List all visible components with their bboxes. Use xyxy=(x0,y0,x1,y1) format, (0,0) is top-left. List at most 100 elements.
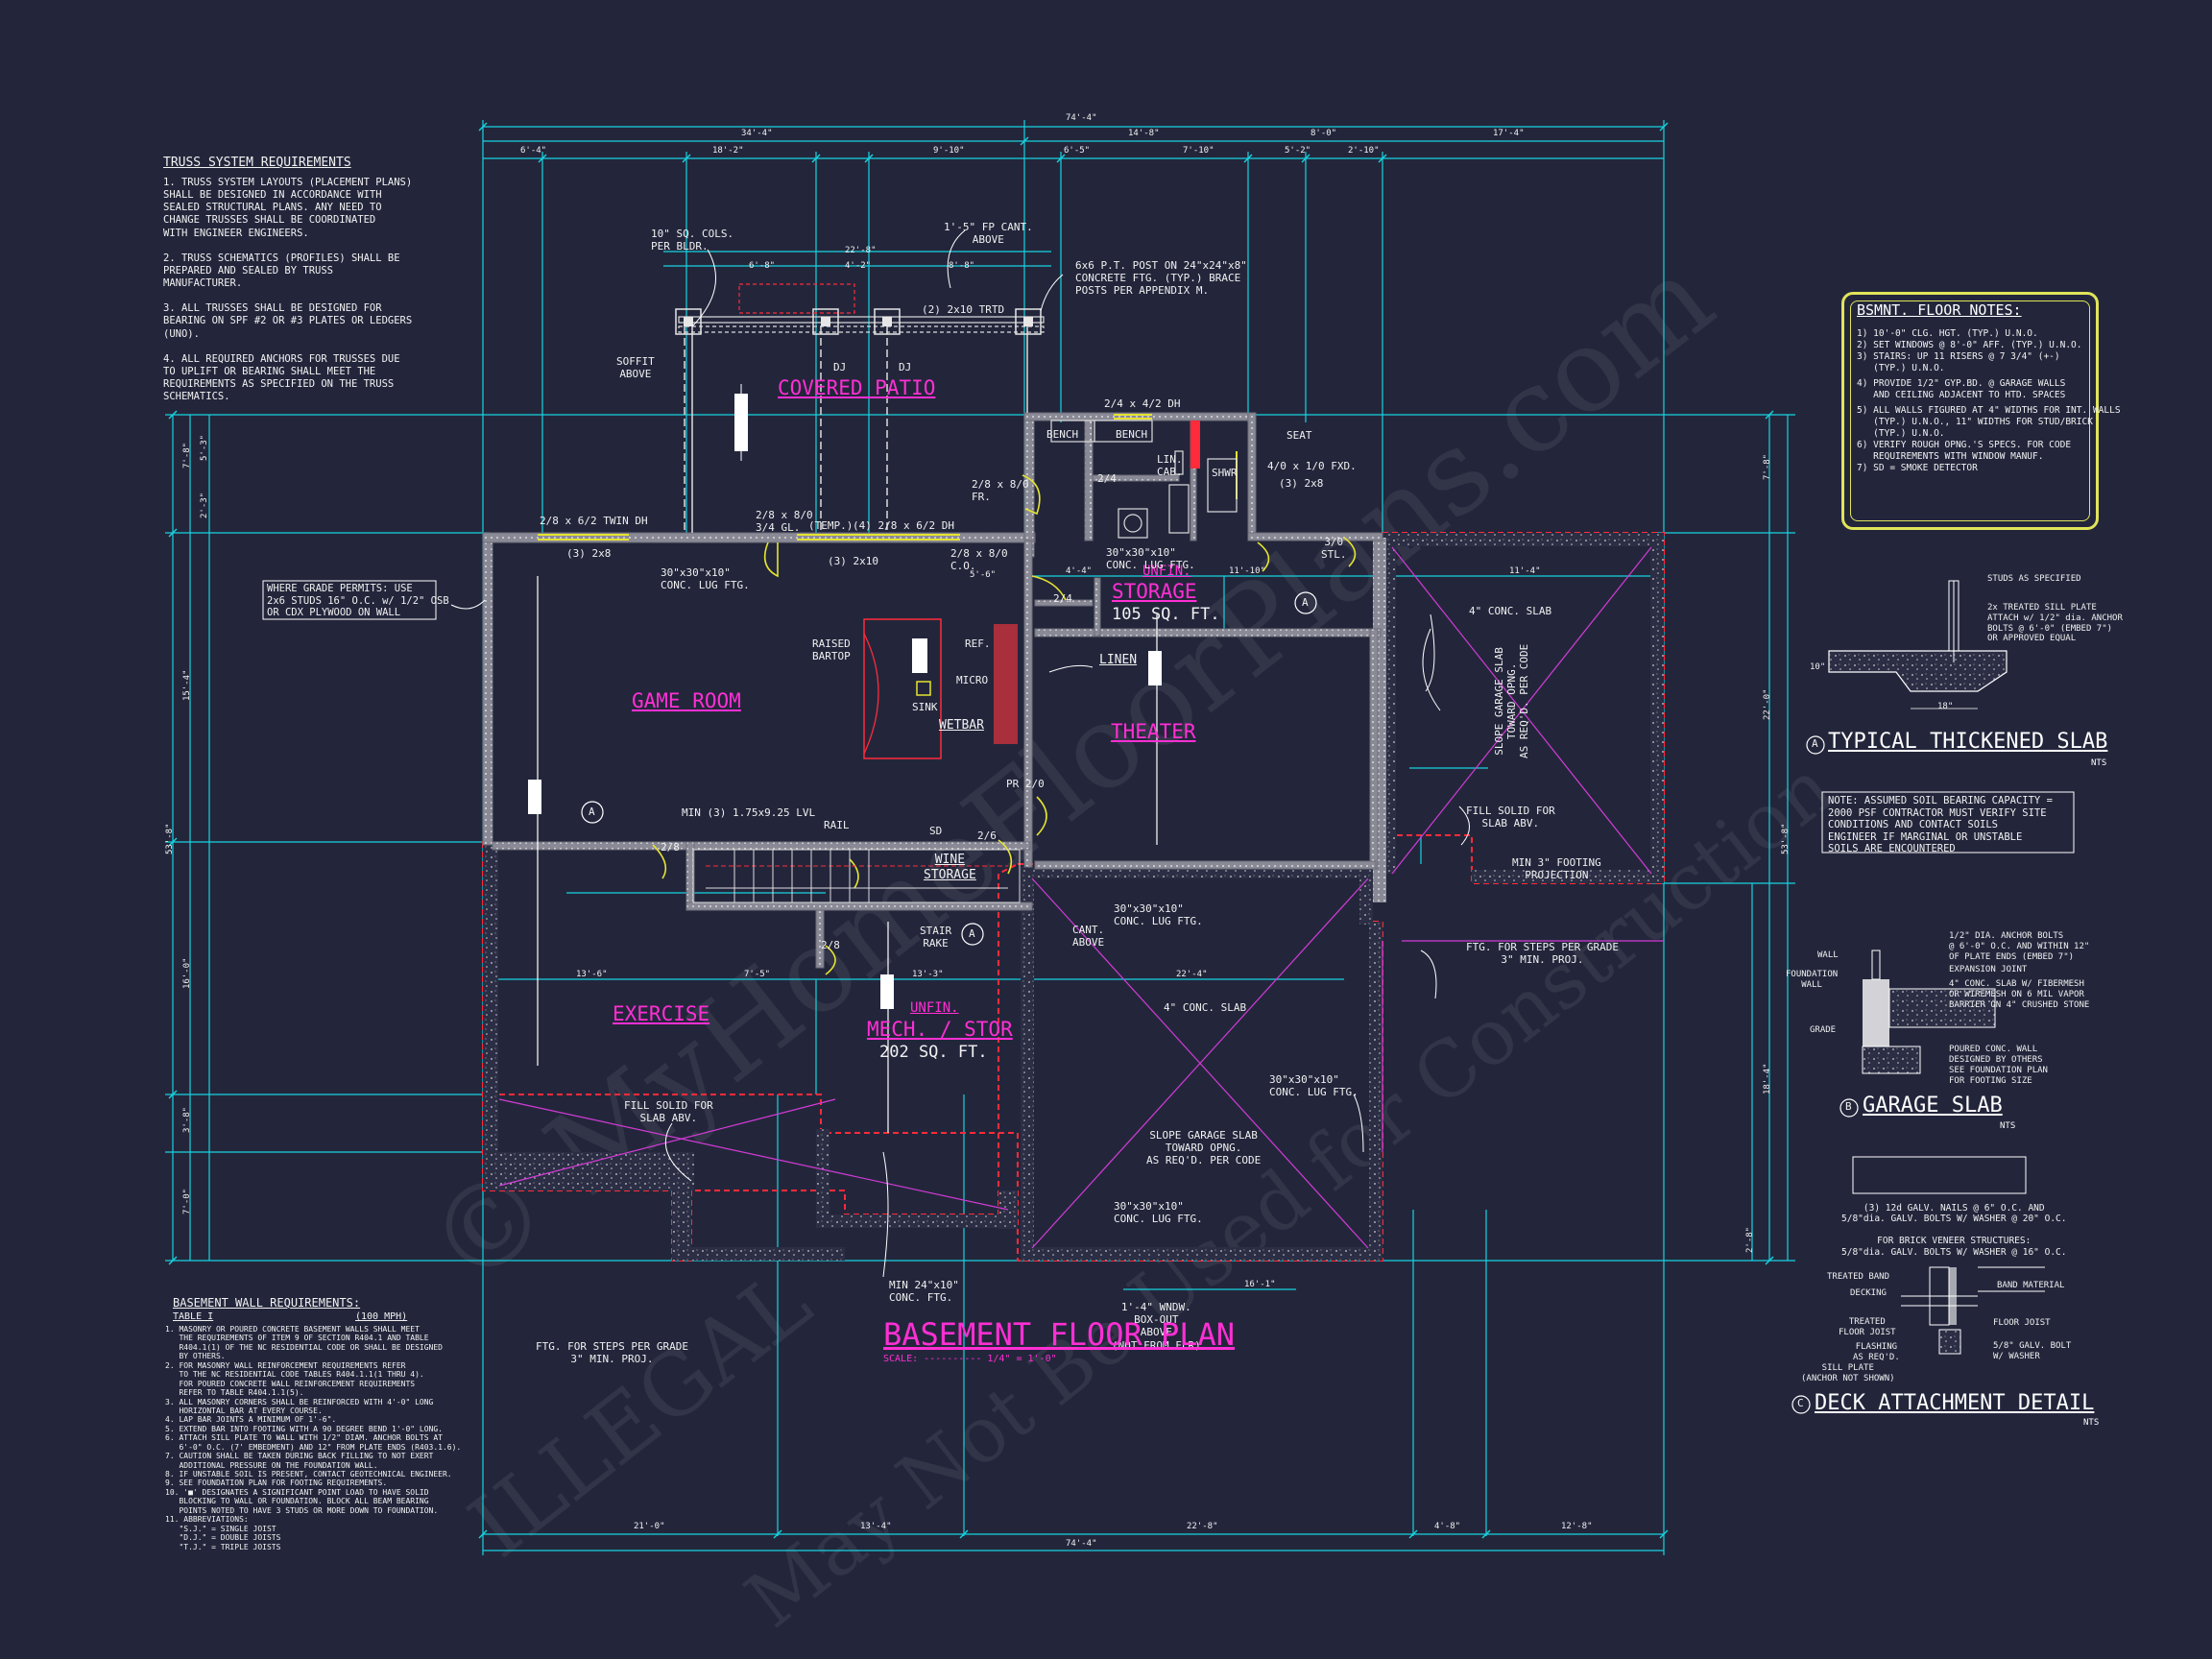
label-min-conc: MIN 24"x10" CONC. FTG. xyxy=(889,1279,959,1305)
detail-a-title: TYPICAL THICKENED SLAB xyxy=(1828,730,2108,754)
room-game-room: GAME ROOM xyxy=(632,689,741,712)
label-fill-2: FILL SOLID FOR SLAB ABV. xyxy=(624,1099,713,1125)
label-sd: SD xyxy=(929,825,943,837)
detail-c-nts: NTS xyxy=(2083,1418,2100,1428)
linen-label: LINEN xyxy=(1099,653,1138,667)
dim-top: 6'-5" xyxy=(1064,146,1091,156)
leader-lines xyxy=(450,229,1470,1278)
patio-structure xyxy=(675,283,1045,533)
dim-bottom: 13'-4" xyxy=(860,1522,892,1531)
dim-left: 3'-8" xyxy=(182,1106,192,1133)
dim-left: 7'-0" xyxy=(182,1188,192,1214)
dim-top: 8'-0" xyxy=(1310,129,1337,138)
label-trtd: (2) 2x10 TRTD xyxy=(922,303,1005,316)
label-bench-2: BENCH xyxy=(1116,428,1148,441)
dim-top: 18'-2" xyxy=(712,146,744,156)
label-fill-1: FILL SOLID FOR SLAB ABV. xyxy=(1466,805,1555,830)
label-steps-2: FTG. FOR STEPS PER GRADE 3" MIN. PROJ. xyxy=(536,1340,688,1366)
dim-top: 22'-8" xyxy=(845,246,877,255)
room-theater: THEATER xyxy=(1111,720,1196,743)
room-mech: MECH. / STOR xyxy=(867,1018,1013,1041)
label-ref: REF. xyxy=(965,637,991,650)
dim-right: 18'-4" xyxy=(1763,1063,1772,1094)
dim-left: 15'-4" xyxy=(182,669,192,701)
label-ftg-5: 30"x30"x10" CONC. LUG FTG. xyxy=(1114,1200,1203,1226)
detail-a-drawing xyxy=(1828,580,2008,709)
doors xyxy=(652,474,1357,975)
dim-top: 4'-2" xyxy=(845,261,872,271)
label-dj-2: DJ xyxy=(899,361,912,373)
label-slab-1: 4" CONC. SLAB xyxy=(1469,605,1552,617)
detail-c-l3: TREATED FLOOR JOIST xyxy=(1839,1317,1896,1337)
dim-bottom: 74'-4" xyxy=(1066,1539,1097,1549)
detail-b-drawing xyxy=(1862,950,1996,1074)
dim-bottom: 4'-8" xyxy=(1434,1522,1461,1531)
label-post: 6x6 P.T. POST ON 24"x24"x8" CONCRETE FTG… xyxy=(1075,259,1247,298)
label-door-sl: 2/8 x 8/0 3/4 GL. xyxy=(756,509,813,535)
label-ftg-4: 30"x30"x10" CONC. LUG FTG. xyxy=(1269,1073,1358,1099)
bsmt-notes-box xyxy=(1841,292,2099,530)
label-dh: 2/4 x 4/2 DH xyxy=(1104,397,1181,410)
detail-b-r3: 4" CONC. SLAB W/ FIBERMESH OR WIREMESH O… xyxy=(1949,979,2090,1010)
basement-wall-body: 1. MASONRY OR POURED CONCRETE BASEMENT W… xyxy=(165,1325,462,1551)
dim-inner: 13'-6" xyxy=(576,970,608,979)
label-ftg-2: 30"x30"x10" CONC. LUG FTG. xyxy=(1106,546,1195,572)
dim-top: 17'-4" xyxy=(1493,129,1525,138)
label-ftg-1: 30"x30"x10" CONC. LUG FTG. xyxy=(661,566,750,592)
detail-a-label-2: 2x TREATED SILL PLATE ATTACH w/ 1/2" dia… xyxy=(1987,603,2123,644)
dim-inner: 7'-5" xyxy=(744,970,771,979)
detail-c-title: DECK ATTACHMENT DETAIL xyxy=(1815,1391,2095,1415)
label-door-28a: 2/8 xyxy=(661,841,680,854)
dim-top: 8'-8" xyxy=(949,261,975,271)
dim-inner: 5'-6" xyxy=(970,570,997,580)
label-bartop: RAISED BARTOP xyxy=(812,637,851,663)
plan-scale: SCALE: ---------- 1/4" = 1'-0" xyxy=(883,1354,1057,1364)
label-fr: 2/8 x 8/0 FR. xyxy=(972,478,1029,504)
detail-a-nts: NTS xyxy=(2091,758,2107,768)
bsmt-note-5: 5) ALL WALLS FIGURED AT 4" WIDTHS FOR IN… xyxy=(1857,405,2121,439)
bsmt-note-1: 1) 10'-0" CLG. HGT. (TYP.) U.N.O. xyxy=(1857,328,2038,339)
label-soffit: SOFFIT ABOVE xyxy=(616,355,655,381)
label-bench-1: BENCH xyxy=(1046,428,1079,441)
bsmt-note-7: 7) SD = SMOKE DETECTOR xyxy=(1857,463,1978,473)
detail-b-title: GARAGE SLAB xyxy=(1863,1094,2003,1118)
dim-top: 6'-8" xyxy=(749,261,776,271)
bsmt-note-4: 4) PROVIDE 1/2" GYP.BD. @ GARAGE WALLS A… xyxy=(1857,378,2066,400)
dim-top: 34'-4" xyxy=(741,129,773,138)
plan-title: BASEMENT FLOOR PLAN xyxy=(883,1316,1236,1353)
detail-c-l5: SILL PLATE (ANCHOR NOT SHOWN) xyxy=(1801,1363,1895,1383)
dim-top: 14'-8" xyxy=(1128,129,1160,138)
label-hdr: (3) 2x8 xyxy=(1279,477,1324,490)
label-rail: RAIL xyxy=(824,819,850,831)
dim-left: 2'-3" xyxy=(200,492,209,518)
detail-c-r2: FLOOR JOIST xyxy=(1993,1318,2051,1328)
room-mech-unfin: UNFIN. xyxy=(910,1000,959,1016)
label-d24b: 2/4 xyxy=(1053,592,1072,605)
framed-walls xyxy=(482,412,1383,969)
label-pr: PR 2/0 xyxy=(1006,778,1045,790)
dim-top: 9'-10" xyxy=(933,146,965,156)
basement-wall-wind: (100 MPH) xyxy=(355,1311,408,1322)
dim-right: 2'-8" xyxy=(1745,1226,1755,1253)
label-cols: 10" SQ. COLS. PER BLDR. xyxy=(651,228,734,253)
section-marker-a: A xyxy=(1302,596,1309,609)
detail-a-dim-1: 18" xyxy=(1937,702,1954,711)
dim-top: 2'-10" xyxy=(1348,146,1380,156)
dim-top: 5'-2" xyxy=(1285,146,1311,156)
label-door-26: 2/6 xyxy=(977,830,997,842)
label-cant: 1'-5" FP CANT. ABOVE xyxy=(944,221,1033,247)
dim-left: 16'-0" xyxy=(182,957,192,989)
detail-c-l4: FLASHING AS REQ'D. xyxy=(1853,1342,1900,1362)
bsmt-note-6: 6) VERIFY ROUGH OPNG.'S SPECS. FOR CODE … xyxy=(1857,440,2072,462)
dim-top: 74'-4" xyxy=(1066,113,1097,123)
dim-left: 53'-8" xyxy=(165,823,175,854)
wine-storage-label: WINE STORAGE xyxy=(924,853,976,883)
dim-inner: 22'-4" xyxy=(1176,970,1208,979)
dim-inner: 13'-3" xyxy=(912,970,944,979)
label-min-ftg: MIN 3" FOOTING PROJECTION xyxy=(1512,856,1601,882)
stair xyxy=(537,576,1158,1133)
detail-b-r1: 1/2" DIA. ANCHOR BOLTS @ 6'-0" O.C. AND … xyxy=(1949,931,2090,962)
detail-a-dim-2: 10" xyxy=(1810,662,1826,672)
detail-b-grade: GRADE xyxy=(1810,1025,1837,1035)
